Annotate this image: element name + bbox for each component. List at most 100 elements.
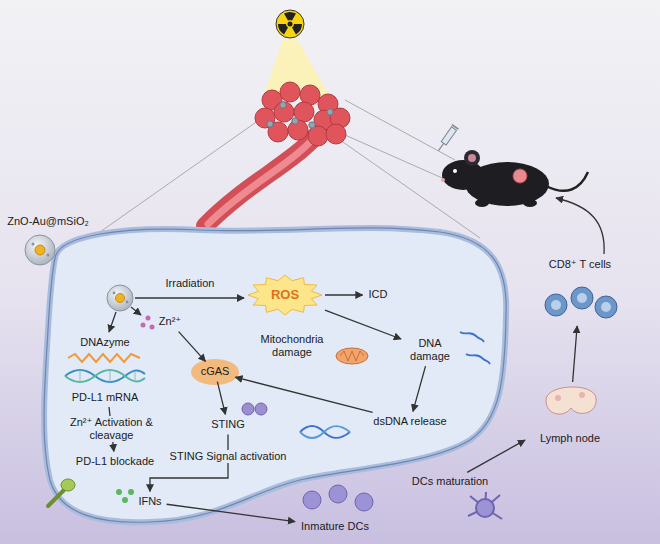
process-label: ICD bbox=[366, 287, 391, 302]
nanoparticle bbox=[47, 254, 50, 257]
mrna-helix bbox=[65, 370, 145, 382]
node-text: DNA damage bbox=[407, 337, 453, 363]
node-text: PD-L1 blockade bbox=[76, 455, 154, 468]
dsdna-helix bbox=[300, 426, 350, 438]
pathway-arrow bbox=[467, 440, 525, 472]
pd-l1-protein bbox=[48, 479, 75, 506]
mrna-helix bbox=[65, 370, 145, 382]
broken-dna bbox=[460, 332, 490, 364]
mature-dc bbox=[476, 499, 494, 517]
pd-l1-protein bbox=[61, 479, 75, 491]
nanoparticle bbox=[25, 235, 55, 265]
nanoparticle bbox=[116, 294, 125, 303]
pathway-arrow bbox=[109, 312, 116, 332]
edge-label: Zn²⁺ Activation & cleavage bbox=[64, 416, 159, 442]
pathway-arrow bbox=[109, 198, 604, 332]
pathway-arrow bbox=[150, 435, 228, 492]
ros-burst-shape bbox=[248, 275, 322, 315]
node-text: STING bbox=[211, 418, 245, 431]
cell-label: Inmature DCs bbox=[298, 519, 372, 534]
process-label: dsDNA release bbox=[370, 414, 449, 429]
protein-label: STING bbox=[208, 417, 248, 432]
syringe bbox=[435, 125, 458, 153]
zinc-ions bbox=[150, 325, 155, 330]
zoom-lines bbox=[100, 100, 480, 238]
mrna-helix bbox=[80, 370, 81, 382]
node-text: DCs maturation bbox=[412, 475, 488, 488]
tumor bbox=[280, 82, 300, 102]
cytokine-label: IFNs bbox=[135, 494, 164, 509]
mouse-figure bbox=[441, 178, 445, 182]
mouse-figure bbox=[453, 169, 457, 173]
dnazyme-strand bbox=[68, 354, 140, 362]
dsdna-helix bbox=[300, 426, 350, 438]
lymph-node bbox=[555, 395, 561, 401]
tumor bbox=[292, 118, 298, 124]
nanoparticle bbox=[113, 292, 116, 295]
node-text: IFNs bbox=[138, 495, 161, 508]
ifn-dots bbox=[116, 489, 122, 495]
cell-group: CD8⁺ T cells bbox=[534, 257, 626, 323]
tumor bbox=[255, 82, 350, 146]
mitochondrion bbox=[336, 348, 368, 364]
process-label: DCs maturation bbox=[409, 474, 491, 489]
immature-dc bbox=[355, 493, 373, 511]
mitochondrion bbox=[340, 351, 364, 361]
node-text: ICD bbox=[369, 288, 388, 301]
ion-label: Zn²⁺ bbox=[156, 314, 184, 329]
node-text: ROS bbox=[271, 287, 299, 303]
organ-box: Lymph node bbox=[528, 384, 612, 446]
syringe bbox=[439, 143, 444, 150]
step-label: Irradiation bbox=[166, 277, 215, 290]
t-cells bbox=[545, 294, 567, 316]
tumor bbox=[327, 109, 333, 115]
pathway-arrow bbox=[179, 332, 206, 362]
sting-protein bbox=[242, 403, 267, 415]
mouse-figure bbox=[442, 160, 484, 190]
radiation-symbol bbox=[284, 12, 296, 21]
zinc-ions bbox=[141, 323, 146, 328]
edge-label: STING Signal activation bbox=[167, 450, 290, 463]
ifn-dots bbox=[128, 489, 134, 495]
blood-vessel bbox=[205, 125, 325, 226]
mouse-figure bbox=[464, 150, 480, 166]
t-cells bbox=[571, 287, 593, 309]
immature-dc bbox=[303, 485, 373, 511]
zoom-lines bbox=[100, 118, 262, 232]
immature-dc bbox=[303, 491, 321, 509]
pathway-arrow bbox=[235, 377, 372, 412]
lymph-node bbox=[546, 387, 596, 414]
step-label: Mitochondria damage bbox=[252, 333, 332, 359]
tumor bbox=[308, 126, 328, 146]
protein-label: cGAS bbox=[198, 364, 233, 379]
t-cells bbox=[601, 302, 611, 312]
process-label: PD-L1 blockade bbox=[73, 454, 157, 469]
node-text: dsDNA release bbox=[373, 415, 446, 428]
zoom-lines bbox=[345, 135, 458, 185]
radiation-symbol bbox=[276, 10, 304, 38]
tumor bbox=[274, 102, 294, 122]
node-text: DNAzyme bbox=[80, 336, 130, 349]
lymph-node bbox=[579, 392, 585, 398]
node-text: cGAS bbox=[201, 365, 230, 378]
tumor bbox=[326, 124, 346, 144]
syringe bbox=[441, 127, 456, 145]
tumor bbox=[280, 102, 286, 108]
t-cells bbox=[577, 293, 587, 303]
mrna-helix bbox=[110, 370, 111, 382]
sting-protein bbox=[255, 403, 267, 415]
pd-l1-protein bbox=[48, 490, 64, 506]
node-text: Lymph node bbox=[540, 432, 600, 445]
mouse-figure bbox=[468, 154, 476, 162]
immature-dc bbox=[329, 485, 347, 503]
pathway-arrow bbox=[413, 366, 426, 411]
pathway-arrow bbox=[167, 504, 295, 521]
mrna-helix bbox=[65, 370, 145, 382]
cell-body bbox=[44, 228, 506, 522]
tumor bbox=[255, 108, 275, 128]
pathway-arrow bbox=[325, 294, 363, 295]
node-text: CD8⁺ T cells bbox=[549, 258, 611, 271]
broken-dna bbox=[466, 354, 490, 364]
